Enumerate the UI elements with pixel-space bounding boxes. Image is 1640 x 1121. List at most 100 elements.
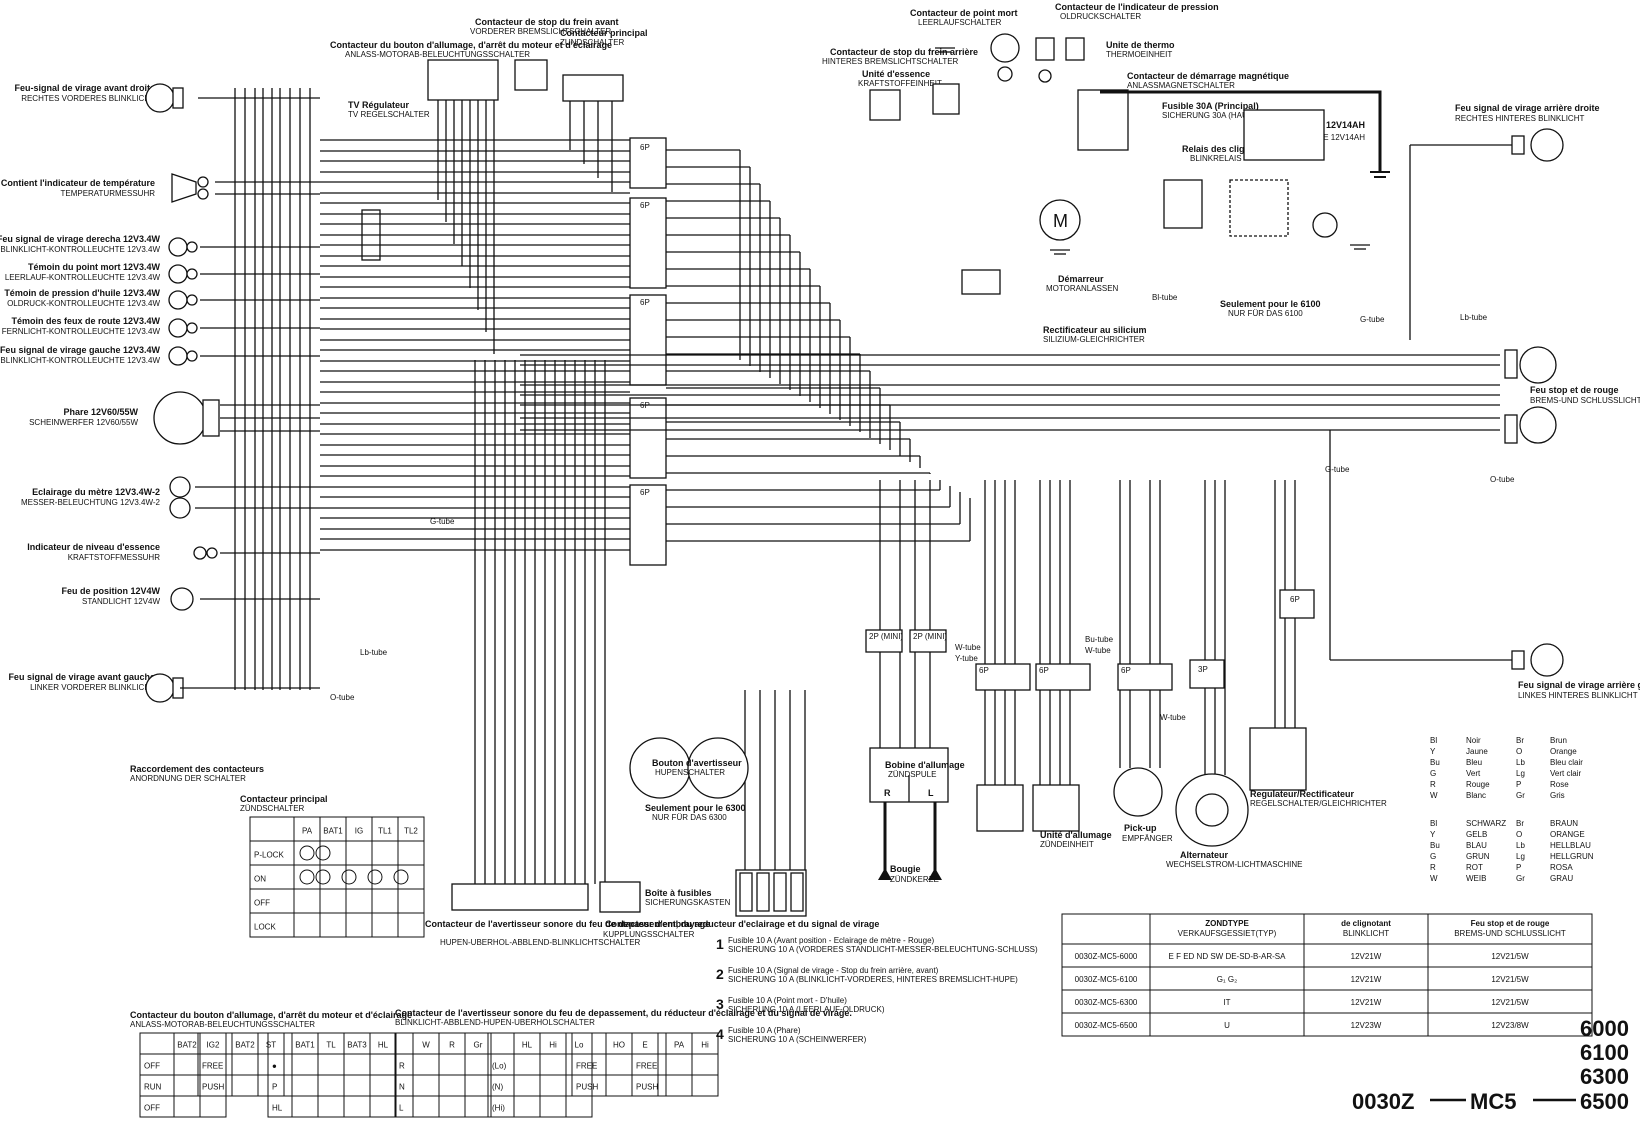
model-table-cell: 12V21/5W: [1491, 975, 1529, 984]
fuse-number: 2: [716, 966, 724, 982]
svg-text:GRUN: GRUN: [1466, 852, 1490, 861]
main-switch-col-header: TL1: [378, 826, 392, 835]
ign-a-row-label: RUN: [144, 1082, 162, 1091]
alt-connector: [1189, 659, 1225, 689]
rear-right-turn-label-de: RECHTES HINTERES BLINKLICHT: [1455, 114, 1584, 123]
horn-b-row-label: (N): [492, 1082, 503, 1091]
fuel-unit-label: Unité d'essence: [862, 69, 930, 79]
mini-connector: [909, 629, 947, 653]
variant-6100: 6100: [1580, 1040, 1629, 1065]
fuse-line-fr: Fusible 10 A (Signal de virage - Stop du…: [728, 966, 939, 975]
temp-gauge: [171, 173, 197, 203]
svg-text:6P: 6P: [640, 201, 650, 210]
only-6100-label-de: NUR FÜR DAS 6100: [1228, 309, 1303, 318]
fuse-list: 1 Fusible 10 A (Avant position - Eclairag…: [716, 936, 1038, 1044]
svg-text:Gr: Gr: [1516, 874, 1525, 883]
thermo-label-de: THERMOEINHEIT: [1106, 50, 1172, 59]
contact-dot: [299, 845, 315, 861]
svg-text:Bleu: Bleu: [1466, 758, 1482, 767]
horn-c-row-label: PUSH: [576, 1082, 598, 1091]
svg-text:Rouge: Rouge: [1466, 780, 1490, 789]
svg-text:Y: Y: [1430, 830, 1436, 839]
variant-6000: 6000: [1580, 1016, 1629, 1041]
tube-label: G-tube: [1360, 315, 1385, 324]
tube-label: Lb-tube: [360, 648, 388, 657]
model-table-header-de: BLINKLICHT: [1343, 929, 1389, 938]
horn-button-label: Bouton d'avertisseur: [652, 758, 742, 768]
tube-label: W-tube: [1085, 646, 1111, 655]
fuel-unit-label-de: KRAFTSTOFFEINHEIT: [858, 79, 942, 88]
fuse-number: 1: [716, 936, 724, 952]
tube-label: Lb-tube: [1460, 313, 1488, 322]
indicator-bulbs: [168, 237, 198, 366]
ign-c-col-header: TL: [326, 1040, 336, 1049]
svg-text:Bl: Bl: [1430, 819, 1437, 828]
model-table-cell: G₁ G₂: [1217, 975, 1237, 984]
svg-text:HUPEN-UBERHOL-ABBLEND-BLINKLIC: HUPEN-UBERHOL-ABBLEND-BLINKLICHTSCHALTER: [440, 938, 641, 947]
right-indicator-label-de: RECHTES BLINKLICHT-KONTROLLEUCHTE 12V3.4…: [0, 245, 160, 254]
neutral-lamp-label-de: LEERLAUF-KONTROLLEUCHTE 12V3.4W: [5, 273, 161, 282]
model-table-cell: IT: [1223, 998, 1230, 1007]
flasher-relay-label-de: BLINKRELAIS: [1190, 154, 1242, 163]
thermo-label: Unite de thermo: [1106, 40, 1175, 50]
svg-text:O: O: [1516, 830, 1522, 839]
svg-text:Pick-up: Pick-up: [1124, 823, 1157, 833]
model-table-cell: 12V21/5W: [1491, 998, 1529, 1007]
flasher-relay: [1163, 179, 1203, 229]
reg-connector: [1279, 589, 1315, 619]
main-switch-col-header: IG: [355, 826, 363, 835]
neutral-lamp-label: Témoin du point mort 12V3.4W: [28, 262, 161, 272]
ign-c-row-label: HL: [272, 1103, 283, 1112]
contact-dot: [315, 869, 331, 885]
oil-switch-label: Contacteur de l'indicateur de pression: [1055, 2, 1219, 12]
horn-b-col-header: Hi: [549, 1040, 557, 1049]
starter-motor-label: Démarreur: [1058, 274, 1104, 284]
fuse-line-de: SICHERUNG 10 A (LEERLAUF-OLDRUCK): [728, 1005, 885, 1014]
battery: [1243, 109, 1325, 161]
silicon-rectifier: [961, 269, 1001, 295]
spark-plug-label: Bougie: [890, 864, 921, 874]
svg-text:Seulement pour le 6300: Seulement pour le 6300: [645, 803, 746, 813]
spark-plug-label-de: ZÜNDKERZE: [890, 875, 939, 884]
variant-6500: 6500: [1580, 1089, 1629, 1114]
horn-b-col-header: HL: [522, 1040, 533, 1049]
model-table-cell: 0030Z-MC5-6100: [1075, 975, 1138, 984]
motor-symbol: M: [1053, 211, 1068, 231]
svg-text:O: O: [1516, 747, 1522, 756]
ign-switch-connector: [427, 59, 499, 101]
svg-text:6P: 6P: [979, 666, 989, 675]
tv-reg-label-de: TV REGELSCHALTER: [348, 110, 430, 119]
fuel-gauge-label: Indicateur de niveau d'essence: [27, 542, 160, 552]
ign-b-col-header: ST: [266, 1040, 276, 1049]
position-light-label: Feu de position 12V4W: [61, 586, 160, 596]
fuse-line-fr: Fusible 10 A (Avant position - Eclairage…: [728, 936, 935, 945]
ignition-unit-1: [976, 784, 1024, 832]
left-indicator-label: Feu signal de virage gauche 12V3.4W: [0, 345, 161, 355]
model-table-cell: 0030Z-MC5-6000: [1075, 952, 1138, 961]
rear-right-turn-bulb: [1530, 128, 1564, 162]
model-table-header: Feu stop et de rouge: [1471, 919, 1550, 928]
headlight-label: Phare 12V60/55W: [63, 407, 138, 417]
svg-text:L: L: [928, 788, 934, 798]
battery-label-de: BATTERIE 12V14AH: [1290, 133, 1365, 142]
ign-c-col-header: HL: [378, 1040, 389, 1049]
front-left-turn-label-de: LINKER VORDERER BLINKLICHT: [30, 683, 155, 692]
svg-text:Contacteur de l'avertisseur so: Contacteur de l'avertisseur sonore du fe…: [395, 1008, 852, 1018]
svg-text:ZÜNDSPULE: ZÜNDSPULE: [888, 770, 936, 779]
svg-text:Gris: Gris: [1550, 791, 1565, 800]
headlight-bulb: [153, 391, 207, 445]
svg-text:ZÜNDSCHALTER: ZÜNDSCHALTER: [240, 804, 305, 813]
position-bulb: [170, 587, 194, 611]
front-right-turn-bulb: [145, 83, 175, 113]
horn-a-col-header: W: [422, 1040, 430, 1049]
ign-a-col-header: IG2: [207, 1040, 220, 1049]
svg-text:Bobine d'allumage: Bobine d'allumage: [885, 760, 965, 770]
ign-b-row-label: FREE: [202, 1061, 223, 1070]
svg-text:SICHERUNGSKASTEN: SICHERUNGSKASTEN: [645, 898, 731, 907]
tube-label: Bu-tube: [1085, 635, 1114, 644]
svg-text:HELLGRUN: HELLGRUN: [1550, 852, 1594, 861]
top-components: M: [361, 33, 1338, 295]
svg-text:HELLBLAU: HELLBLAU: [1550, 841, 1591, 850]
